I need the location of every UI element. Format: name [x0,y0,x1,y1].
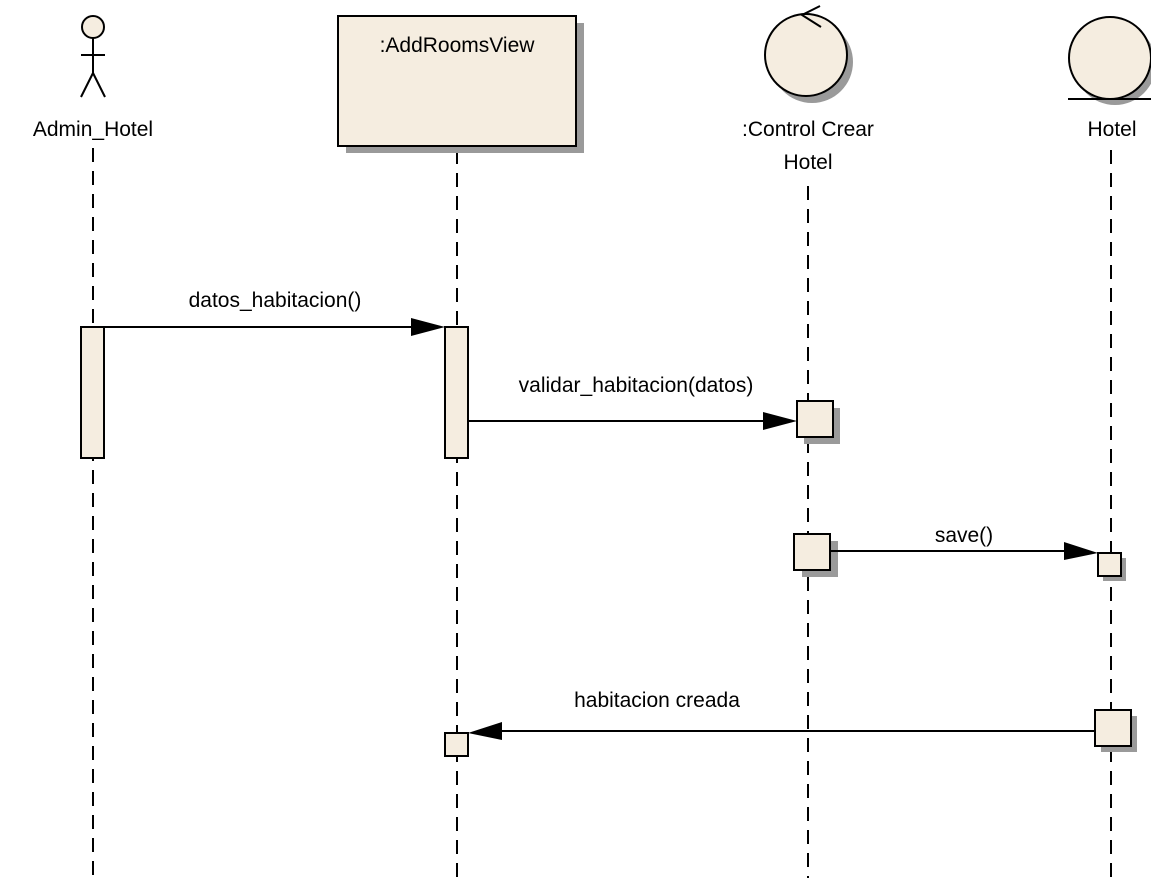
message-label: save() [935,524,993,547]
participant-label-line2: Hotel [783,151,832,174]
message-save: save() [830,524,1098,560]
activation-admin-hotel [80,326,105,459]
actor-admin-hotel: Admin_Hotel [33,15,153,141]
participant-label: :AddRoomsView [380,34,536,57]
message-habitacion-creada: habitacion creada [468,689,1095,740]
activation-control-save [793,533,838,577]
message-label: validar_habitacion(datos) [519,374,754,397]
participant-add-rooms-view: :AddRoomsView [337,15,584,153]
participant-box [337,15,577,147]
stick-figure-icon [80,15,106,98]
arrowhead-icon [763,412,797,430]
actor-label: Admin_Hotel [33,118,153,141]
control-icon [764,13,848,97]
activation-view-reply [444,732,469,757]
control-arrow [799,5,822,28]
participant-label: Hotel [1087,118,1136,141]
arrowhead-icon [468,722,502,740]
message-datos-habitacion: datos_habitacion() [104,289,445,336]
arrowhead-icon [1064,542,1098,560]
message-label: habitacion creada [574,689,740,712]
activation-hotel-save [1097,552,1126,581]
participant-control-crear-hotel: :Control Crear Hotel [742,5,874,174]
participant-hotel: Hotel [1068,16,1151,141]
activation-add-rooms-view [444,326,469,459]
participant-label-line1: :Control Crear [742,118,874,141]
activation-hotel-reply [1094,709,1137,752]
message-validar-habitacion: validar_habitacion(datos) [468,374,797,430]
entity-icon [1068,16,1151,100]
arrowhead-icon [411,318,445,336]
activation-control-validate [796,400,840,444]
message-label: datos_habitacion() [189,289,362,312]
